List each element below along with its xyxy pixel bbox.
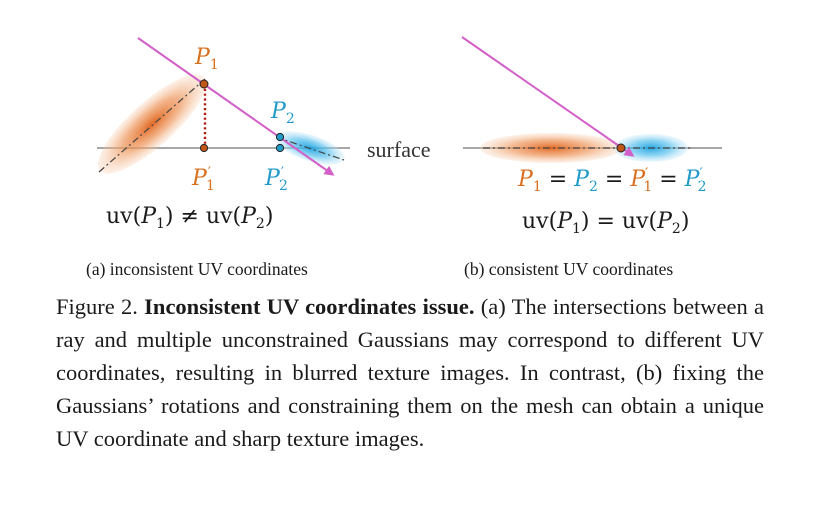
label-p2: P2: [270, 99, 295, 127]
orange-gaussian-axis-a: [98, 78, 206, 173]
point-p1prime-a: [199, 143, 209, 153]
caption-title: Inconsistent UV coordinates issue.: [144, 294, 475, 319]
point-intersection-b: [616, 143, 626, 153]
blue-gaussian-axis-a: [275, 136, 345, 161]
label-p1prime: P′1: [191, 165, 215, 194]
label-p2prime: P′2: [264, 165, 288, 194]
ray-b: [461, 36, 635, 157]
subcaption-a: (a) inconsistent UV coordinates: [86, 259, 308, 279]
label-p1: P1: [194, 45, 219, 73]
equation-a: uv(P1) ≠ uv(P2): [106, 204, 273, 232]
subcaption-b: (b) consistent UV coordinates: [464, 259, 673, 279]
surface-label: surface: [367, 137, 431, 162]
figure-caption: Figure 2. Inconsistent UV coordinates is…: [56, 290, 764, 455]
panel-a: P1 P2 P′1 P′2 uv(P1) ≠ uv(P2) (a) incons…: [86, 37, 350, 279]
point-p2-a: [275, 132, 285, 142]
orange-gaussian-b: [480, 133, 622, 163]
uv-figure: P1 P2 P′1 P′2 uv(P1) ≠ uv(P2) (a) incons…: [86, 36, 722, 279]
cutoff-text-line: [56, 500, 764, 519]
caption-body: (a) The intersections between a ray and …: [56, 294, 765, 451]
equation-b: uv(P1) = uv(P2): [522, 209, 689, 237]
equation-b-points: P1 = P2 = P′1 = P′2: [517, 166, 707, 195]
caption-label: Figure 2.: [56, 294, 138, 319]
point-p1-a: [199, 79, 209, 89]
panel-b: P1 = P2 = P′1 = P′2 uv(P1) = uv(P2) (b) …: [461, 36, 722, 279]
ray-a: [137, 37, 335, 176]
point-p2prime-a: [275, 143, 285, 153]
